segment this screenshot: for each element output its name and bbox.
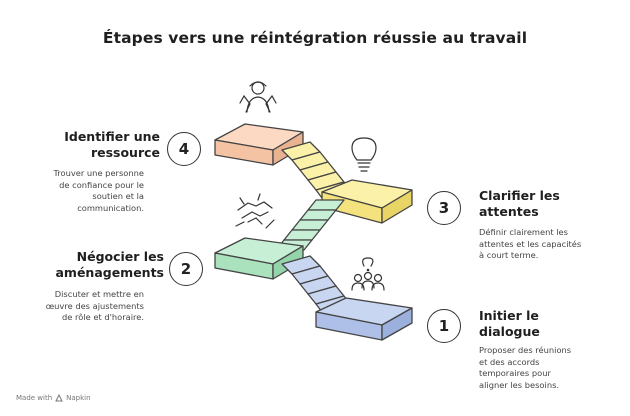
- handshake-icon: [235, 193, 275, 229]
- napkin-logo-icon: [55, 394, 63, 402]
- step-4-description: Trouver une personne de confiance pour l…: [10, 168, 144, 214]
- footer-attribution[interactable]: Made with Napkin: [16, 394, 91, 402]
- step-3-desc-line: Définir clairement les: [479, 227, 568, 237]
- step-1-desc-line: aligner les besoins.: [479, 379, 560, 390]
- step-1-desc-line: temporaires pour: [479, 368, 551, 378]
- step-4-title-line2: ressource: [90, 145, 160, 160]
- step-4-title-line1: Identifier une: [64, 129, 160, 144]
- step-3-title-line2: attentes: [479, 204, 539, 219]
- brand-label: Napkin: [66, 394, 91, 402]
- step-2-title-line1: Négocier les: [76, 249, 164, 264]
- step-2-desc-line: œuvre des ajustements: [45, 300, 144, 311]
- step-2-title: Négocier les aménagements: [30, 249, 164, 281]
- stairs-3-2: [275, 199, 345, 251]
- support-person-icon: [239, 81, 277, 113]
- step-3-title-line1: Clarifier les: [479, 188, 560, 203]
- step-3-title: Clarifier les attentes: [479, 188, 619, 220]
- step-1-title: Initier le dialogue: [479, 308, 619, 340]
- step-3-number-badge: 3: [427, 191, 461, 225]
- step-2-title-line2: aménagements: [55, 265, 164, 280]
- step-1-desc-line: Proposer des réunions: [479, 345, 572, 355]
- step-2-number-badge: 2: [169, 252, 203, 286]
- landing-4: [214, 123, 304, 166]
- step-1-desc-line: et des accords: [479, 356, 540, 367]
- step-3-description: Définir clairement les attentes et les c…: [479, 227, 624, 262]
- step-2-desc-line: de rôle et d'horaire.: [61, 312, 144, 322]
- landing-1: [315, 297, 413, 341]
- step-3-desc-line: attentes et les capacités: [479, 238, 582, 249]
- step-2-description: Discuter et mettre en œuvre des ajusteme…: [10, 289, 144, 324]
- landing-2: [214, 237, 304, 280]
- made-with-label: Made with: [16, 394, 53, 402]
- step-4-desc-line: soutien et la: [92, 191, 144, 201]
- step-1-title-line2: dialogue: [479, 324, 540, 339]
- step-4-desc-line: Trouver une personne: [53, 168, 144, 178]
- conversation-icon: [351, 257, 385, 291]
- step-1-number-badge: 1: [427, 309, 461, 343]
- step-2-desc-line: Discuter et mettre en: [54, 289, 144, 299]
- step-4-title: Identifier une ressource: [30, 129, 160, 161]
- step-1-title-line1: Initier le: [479, 308, 539, 323]
- step-4-desc-line: communication.: [77, 202, 144, 213]
- stairs-2-1: [281, 255, 351, 313]
- lightbulb-icon: [351, 137, 377, 172]
- step-1-description: Proposer des réunions et des accords tem…: [479, 345, 619, 391]
- step-3-desc-line: à court terme.: [479, 250, 539, 260]
- step-4-desc-line: de confiance pour le: [59, 179, 144, 190]
- page-title: Étapes vers une réintégration réussie au…: [102, 29, 528, 47]
- step-4-number-badge: 4: [167, 132, 201, 166]
